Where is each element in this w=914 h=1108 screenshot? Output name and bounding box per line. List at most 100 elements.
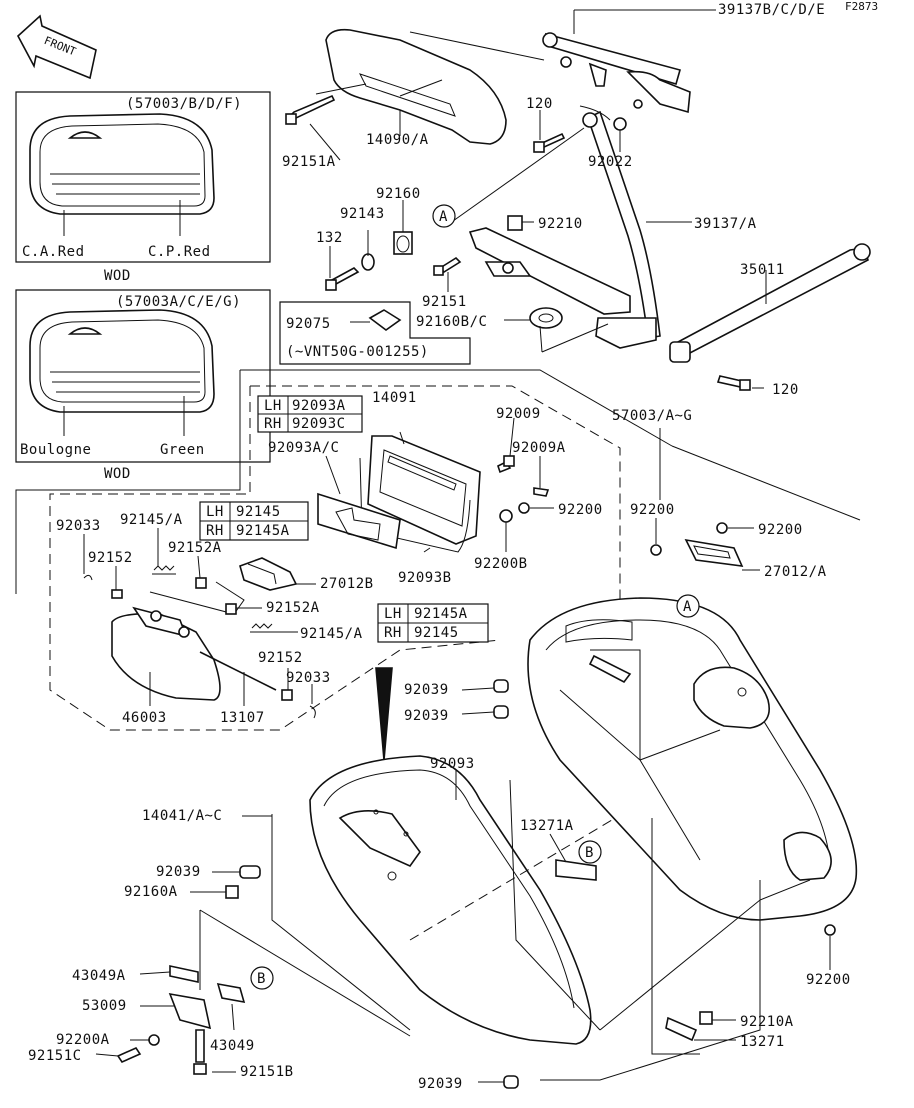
- washer-92200-b: [650, 544, 662, 556]
- frame-39137a: [582, 110, 661, 349]
- label-92210a: 92210A: [740, 1014, 794, 1030]
- bolt-92039-4: [503, 1075, 519, 1089]
- label-92033-left: 92033: [56, 518, 101, 534]
- label-92200b: 92200B: [474, 556, 528, 572]
- bolt-92151b: [195, 1029, 205, 1063]
- label-92009a: 92009A: [512, 440, 566, 456]
- washer-92022: [613, 117, 627, 131]
- front-arrow-icon: FRONT: [17, 14, 97, 80]
- screw-92160a: [225, 885, 239, 899]
- latch-46003: [111, 606, 221, 701]
- label-27012a: 27012/A: [764, 564, 827, 580]
- inset1-part-label: (57003/B/D/F): [126, 96, 242, 112]
- label-92151b: 92151B: [240, 1064, 294, 1080]
- rod-35011: [669, 243, 871, 363]
- bracket-92151: [468, 227, 631, 315]
- callout-b-right: [578, 840, 602, 864]
- label-13107: 13107: [220, 710, 265, 726]
- bolt-92039-2: [493, 705, 509, 719]
- washer-92143: [361, 253, 375, 271]
- collar-92152a-left: [195, 577, 207, 589]
- bolt-132: [325, 267, 360, 291]
- bolt-120-mid: [716, 375, 751, 391]
- figure-code: F2873: [845, 0, 878, 13]
- spring-92145a-left: [152, 565, 176, 575]
- inset-box-1: (57003/B/D/F) C.A.Red C.P.Red: [15, 91, 271, 263]
- label-92152a-mid: 92152A: [266, 600, 320, 616]
- label-120-mid: 120: [772, 382, 799, 398]
- label-43049: 43049: [210, 1038, 255, 1054]
- callout-b-left: [250, 966, 274, 990]
- label-92152-mid: 92152: [258, 650, 303, 666]
- nut-92210a: [699, 1011, 713, 1025]
- table-92145-right-r2-side: RH: [384, 625, 402, 641]
- label-39137a: 39137/A: [694, 216, 757, 232]
- table-92145-left-r1-part: 92145: [236, 504, 281, 520]
- label-92009: 92009: [496, 406, 541, 422]
- label-92039-1: 92039: [404, 682, 449, 698]
- label-92210: 92210: [538, 216, 583, 232]
- plate-13271a: [555, 859, 597, 881]
- label-120-top: 120: [526, 96, 553, 112]
- label-92145a-left: 92145/A: [120, 512, 183, 528]
- label-57003ag: 57003/A~G: [612, 408, 692, 424]
- label-92039-2: 92039: [404, 708, 449, 724]
- label-92145a-mid: 92145/A: [300, 626, 363, 642]
- collar-92152a-mid: [225, 603, 237, 615]
- label-92152a-left: 92152A: [168, 540, 222, 556]
- saddlebag-body-57003: [527, 597, 858, 921]
- label-14091: 14091: [372, 390, 417, 406]
- label-92033-mid: 92033: [286, 670, 331, 686]
- inset1-right-color: C.P.Red: [148, 244, 211, 260]
- inset2-left-color: Boulogne: [20, 442, 91, 458]
- table-92145-left-r2-side: RH: [206, 523, 224, 539]
- collar-92152-left: [111, 589, 123, 599]
- label-53009: 53009: [82, 998, 127, 1014]
- label-92200-d: 92200: [806, 972, 851, 988]
- inset2-part-label: (57003A/C/E/G): [116, 294, 241, 310]
- table-92145-left-r1-side: LH: [206, 504, 224, 520]
- spring-92145a-mid: [250, 623, 274, 633]
- label-46003: 46003: [122, 710, 167, 726]
- down-arrow-icon: [375, 667, 393, 761]
- rod-13107: [199, 651, 277, 691]
- frame-39137b: [542, 32, 691, 121]
- hinge-53009: [168, 992, 212, 1030]
- callout-a-upper-label: A: [439, 209, 448, 225]
- label-92200-c: 92200: [758, 522, 803, 538]
- label-92151: 92151: [422, 294, 467, 310]
- label-92039-3: 92039: [156, 864, 201, 880]
- callout-a-upper: [432, 204, 456, 228]
- bolt-120-top: [533, 132, 566, 153]
- label-92200-a: 92200: [558, 502, 603, 518]
- label-14090a: 14090/A: [366, 132, 429, 148]
- plate-13271: [665, 1016, 698, 1042]
- label-132: 132: [316, 230, 343, 246]
- table-92093-r2-side: RH: [264, 416, 282, 432]
- leader-lines: [83, 79, 831, 1083]
- label-92152-left: 92152: [88, 550, 133, 566]
- label-35011: 35011: [740, 262, 785, 278]
- washer-92200-a: [518, 502, 530, 514]
- table-92145-right-r1-part: 92145A: [414, 606, 468, 622]
- label-39137bcde: 39137B/C/D/E: [718, 2, 825, 18]
- callout-b-right-label: B: [585, 845, 594, 861]
- hinge-43049a: [169, 965, 199, 983]
- serial-note-range: (~VNT50G-001255): [286, 344, 429, 360]
- label-92022: 92022: [588, 154, 633, 170]
- lid-14041: [309, 755, 592, 1045]
- label-92093: 92093: [430, 756, 475, 772]
- bolt-92039-3: [239, 865, 261, 879]
- label-27012b: 27012B: [320, 576, 374, 592]
- label-92160a: 92160A: [124, 884, 178, 900]
- callout-a-lower: [676, 594, 700, 618]
- label-92093ac: 92093A/C: [268, 440, 339, 456]
- bolt-92009a: [533, 487, 550, 497]
- latch-27012b: [239, 557, 298, 591]
- label-13271a: 13271A: [520, 818, 574, 834]
- label-14041: 14041/A~C: [142, 808, 222, 824]
- label-92200a: 92200A: [56, 1032, 110, 1048]
- label-13271: 13271: [740, 1034, 785, 1050]
- bolt-92009: [497, 455, 515, 474]
- callout-a-lower-label: A: [683, 599, 692, 615]
